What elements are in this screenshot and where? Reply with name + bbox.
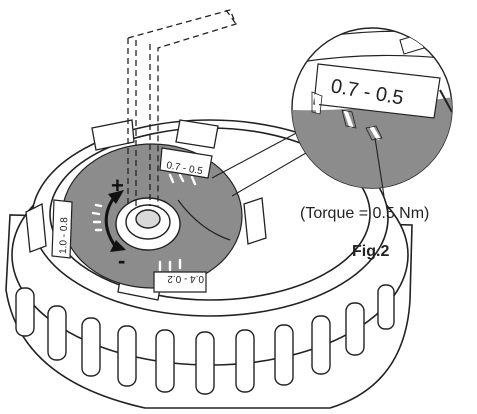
hex-key-icon (127, 9, 237, 206)
center-hub (115, 197, 181, 251)
arrowhead-up-icon (108, 190, 124, 204)
torque-caption: (Torque = 0.5 Nm) (300, 205, 430, 222)
scale-tag-bottom: 0.4 - 0.2 (153, 271, 207, 293)
dial-ticks (91, 173, 197, 272)
minus-mark: - (118, 248, 125, 273)
plus-mark: + (111, 173, 124, 198)
arrowhead-down-icon (110, 240, 126, 252)
grip-ribs (15, 284, 395, 395)
detail-indicator-arc (177, 199, 231, 241)
torque-pointer (374, 137, 385, 197)
figure-number: Fig.2 (352, 243, 390, 260)
rim-lugs (25, 119, 267, 301)
scale-tag-left: 1.0 - 0.8 (51, 199, 73, 259)
scale-tag-top: 0.7 - 0.5 (159, 147, 213, 179)
magnified-callout: 0.7 - 0.5 (291, 27, 453, 197)
scale-label-bottom: 0.4 - 0.2 (167, 273, 204, 284)
callout-leaders (211, 129, 319, 197)
scale-label-left: 1.0 - 0.8 (58, 217, 70, 254)
